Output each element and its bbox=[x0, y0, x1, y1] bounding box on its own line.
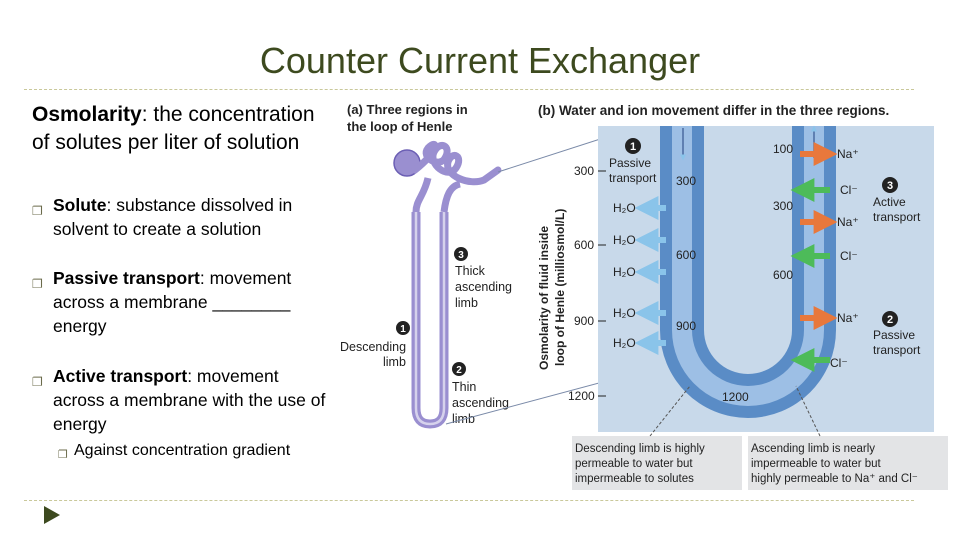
ion-label-cl: Cl⁻ bbox=[840, 249, 858, 263]
axis-tick-900: 900 bbox=[574, 314, 594, 328]
label-thick-ascending: ascending bbox=[455, 280, 512, 294]
captions: Descending limb is highly permeable to w… bbox=[572, 385, 948, 490]
definition-text: : the concentration of solutes per liter… bbox=[32, 103, 315, 154]
caption-right-3: highly permeable to Na⁺ and Cl⁻ bbox=[751, 473, 918, 485]
sub-bullet-text: Against concentration gradient bbox=[74, 442, 291, 459]
caption-right-1: Ascending limb is nearly bbox=[751, 443, 875, 455]
label-thick: Thick bbox=[455, 264, 486, 278]
water-label: H₂O bbox=[613, 336, 636, 350]
label-descending: Descending bbox=[340, 340, 406, 354]
ion-label-na: Na⁺ bbox=[837, 215, 859, 229]
divider-top bbox=[24, 89, 914, 90]
definition-term: Osmolarity bbox=[32, 103, 142, 126]
tubule-illustration bbox=[393, 140, 502, 429]
bullet-text: : movement across a membrane with the us… bbox=[53, 366, 326, 434]
square-bullet-icon: ❐ bbox=[32, 277, 43, 291]
ion-label-na: Na⁺ bbox=[837, 311, 859, 325]
square-bullet-icon: ❐ bbox=[32, 204, 43, 218]
label-passive-1: Passive bbox=[609, 156, 651, 170]
desc-osm-300: 300 bbox=[676, 174, 696, 188]
caption-left-1: Descending limb is highly bbox=[575, 443, 705, 455]
square-bullet-icon: ❐ bbox=[58, 449, 68, 461]
caption-right-box bbox=[748, 436, 948, 490]
osmolarity-axis: Osmolarity of fluid inside loop of Henle… bbox=[537, 164, 606, 403]
badge-3-icon bbox=[454, 247, 468, 261]
label-active-transport: transport bbox=[873, 210, 921, 224]
sub-bullet-gradient: ❐ Against concentration gradient bbox=[58, 440, 290, 462]
caption-right-2: impermeable to water but bbox=[751, 458, 882, 470]
slide-title: Counter Current Exchanger bbox=[259, 40, 701, 81]
divider-bottom bbox=[24, 500, 914, 501]
water-label: H₂O bbox=[613, 265, 636, 279]
label-thin: Thin bbox=[452, 380, 476, 394]
desc-osm-900: 900 bbox=[676, 319, 696, 333]
badge-3-label: 3 bbox=[458, 250, 464, 261]
bullet-text: : substance dissolved in solvent to crea… bbox=[53, 195, 293, 239]
bullet-solute: ❐ Solute: substance dissolved in solvent… bbox=[32, 193, 332, 241]
asc-osm-600: 600 bbox=[773, 268, 793, 282]
badge-2-icon bbox=[452, 362, 466, 376]
label-thick-limb: limb bbox=[455, 296, 478, 310]
badge-1-icon bbox=[396, 321, 410, 335]
bullet-text: : movement across a membrane ________ en… bbox=[53, 268, 292, 336]
axis-tick-1200: 1200 bbox=[568, 389, 595, 403]
asc-osm-100: 100 bbox=[773, 142, 793, 156]
label-descending-limb: limb bbox=[383, 355, 406, 369]
square-bullet-icon: ❐ bbox=[32, 375, 43, 389]
axis-tick-600: 600 bbox=[574, 238, 594, 252]
caption-left-pointer bbox=[649, 385, 691, 437]
ion-arrows: Na⁺ Cl⁻ Na⁺ Cl⁻ Na⁺ Cl⁻ bbox=[790, 142, 859, 372]
bullet-passive-transport: ❐ Passive transport: movement across a m… bbox=[32, 266, 332, 338]
label-passive-transport-1: transport bbox=[609, 171, 657, 185]
label-active: Active bbox=[873, 195, 906, 209]
bottom-osm-1200: 1200 bbox=[722, 390, 749, 404]
badge-1-label: 1 bbox=[400, 324, 406, 335]
badge-b2-label: 2 bbox=[887, 314, 893, 326]
water-arrows: H₂O H₂O H₂O H₂O H₂O bbox=[613, 196, 666, 355]
label-passive-2: Passive bbox=[873, 328, 915, 342]
badge-b2-icon bbox=[882, 311, 898, 327]
caption-left-3: impermeable to solutes bbox=[575, 473, 694, 485]
caption-left-box bbox=[572, 436, 742, 490]
label-passive-transport-2: transport bbox=[873, 343, 921, 357]
bullet-term: Active transport bbox=[53, 366, 188, 386]
desc-osm-600: 600 bbox=[676, 248, 696, 262]
axis-label-2: loop of Henle (milliosmol/L) bbox=[553, 209, 567, 366]
panel-b-title: (b) Water and ion movement differ in the… bbox=[538, 103, 889, 118]
caption-right-pointer bbox=[795, 385, 821, 437]
ion-label-cl: Cl⁻ bbox=[830, 356, 848, 370]
badge-b3-icon bbox=[882, 177, 898, 193]
definition-osmolarity: Osmolarity: the concentration of solutes… bbox=[32, 101, 332, 157]
water-label: H₂O bbox=[613, 233, 636, 247]
ion-label-na: Na⁺ bbox=[837, 147, 859, 161]
axis-label-1: Osmolarity of fluid inside bbox=[537, 226, 551, 370]
label-thin-ascending: ascending bbox=[452, 396, 509, 410]
badge-2-label: 2 bbox=[456, 365, 462, 376]
axis-tick-300: 300 bbox=[574, 164, 594, 178]
panel-a-title: (a) Three regions in bbox=[347, 102, 468, 117]
panel-a-title-2: the loop of Henle bbox=[347, 119, 452, 134]
bullet-term: Passive transport bbox=[53, 268, 200, 288]
ion-label-cl: Cl⁻ bbox=[840, 183, 858, 197]
play-arrow-icon[interactable] bbox=[44, 506, 60, 524]
asc-osm-300: 300 bbox=[773, 199, 793, 213]
water-label: H₂O bbox=[613, 201, 636, 215]
badge-b1-label: 1 bbox=[630, 141, 636, 153]
badge-b1-icon bbox=[625, 138, 641, 154]
badge-b3-label: 3 bbox=[887, 180, 893, 192]
bullet-active-transport: ❐ Active transport: movement across a me… bbox=[32, 364, 332, 436]
bullet-term: Solute bbox=[53, 195, 107, 215]
caption-left-2: permeable to water but bbox=[575, 458, 693, 470]
water-label: H₂O bbox=[613, 306, 636, 320]
